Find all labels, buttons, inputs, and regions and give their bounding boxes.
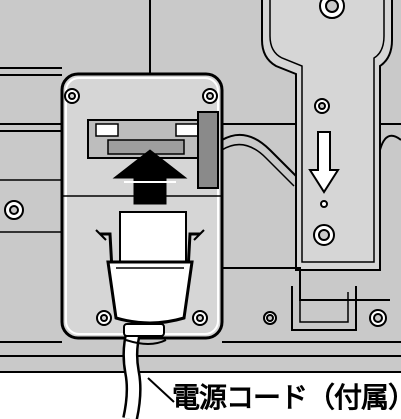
- screw-left: [4, 200, 24, 220]
- ac-inlet: [62, 111, 222, 197]
- screw-bracket-lower: [313, 224, 335, 246]
- up-arrow-icon: [112, 149, 188, 205]
- power-plug: [95, 211, 205, 325]
- panel-screws: [4, 0, 387, 327]
- down-arrow-icon: [308, 131, 340, 194]
- screw-bottom-right: [369, 309, 387, 327]
- power-cord-label: 電源コード（付属）: [172, 381, 401, 414]
- screw-top-right: [319, 0, 345, 19]
- screw-bracket-upper: [314, 98, 330, 114]
- inset-detail: [60, 72, 224, 340]
- power-cord: [122, 323, 167, 419]
- leader-line-cord: [147, 377, 175, 403]
- screw-bottom-mid: [263, 311, 277, 325]
